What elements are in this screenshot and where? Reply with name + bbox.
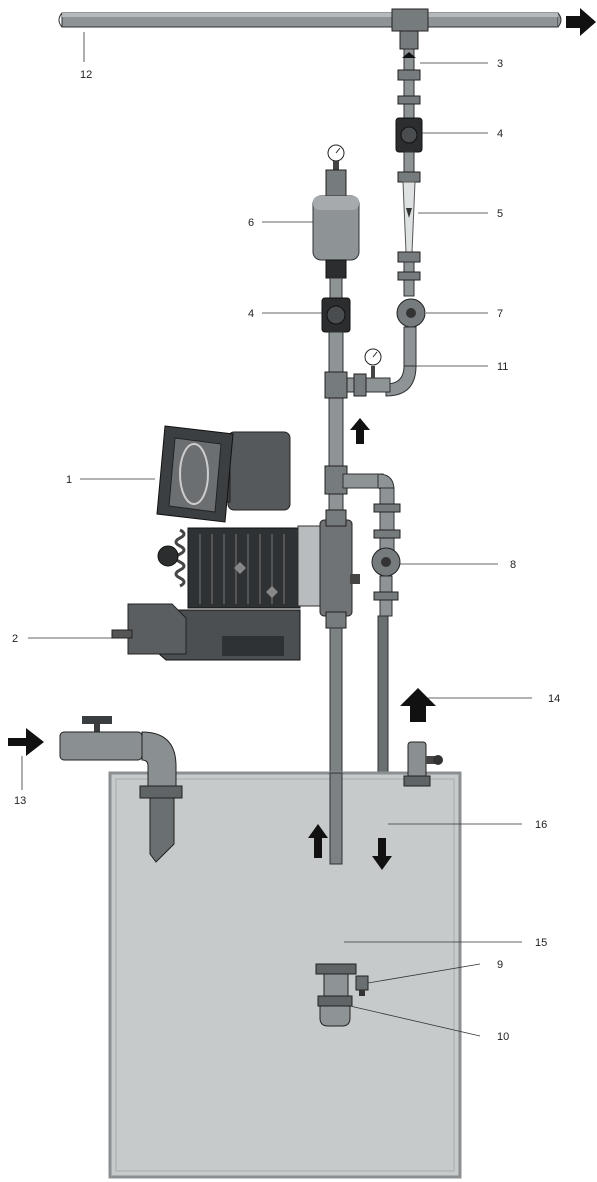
label-12: 12 [80,69,92,81]
number-labels: 12 3 4 5 6 4 7 11 1 8 2 14 13 16 15 9 10 [12,58,560,1043]
dosing-pump [111,425,360,661]
label-14: 14 [548,693,560,705]
label-11: 11 [497,361,508,373]
injection-branch [339,30,426,397]
label-13: 13 [14,795,26,807]
flow-out-arrow [566,8,596,36]
arrow-up-tank [308,824,328,858]
vent-valve [403,741,443,787]
arrow-in [8,728,44,756]
foot-valve [315,963,369,1027]
label-5: 5 [497,208,503,220]
discharge-line [324,331,401,831]
label-9: 9 [497,959,503,971]
label-1: 1 [66,474,72,486]
label-10: 10 [497,1031,509,1043]
label-2: 2 [12,633,18,645]
label-4-upper: 4 [497,128,503,140]
leader-lines [21,32,532,1037]
valve-4-lower [321,297,351,333]
arrow-down-return [372,838,392,870]
main-pipe [58,8,562,32]
filling-inlet [59,716,183,863]
label-8: 8 [510,559,516,571]
label-16: 16 [535,819,547,831]
pulsation-damper [312,144,360,299]
label-6: 6 [248,217,254,229]
label-4-lower: 4 [248,308,254,320]
label-3: 3 [497,58,503,70]
arrow-up-vent [400,688,436,722]
label-15: 15 [535,937,547,949]
arrow-up-upper [350,418,370,444]
label-7: 7 [497,308,503,320]
